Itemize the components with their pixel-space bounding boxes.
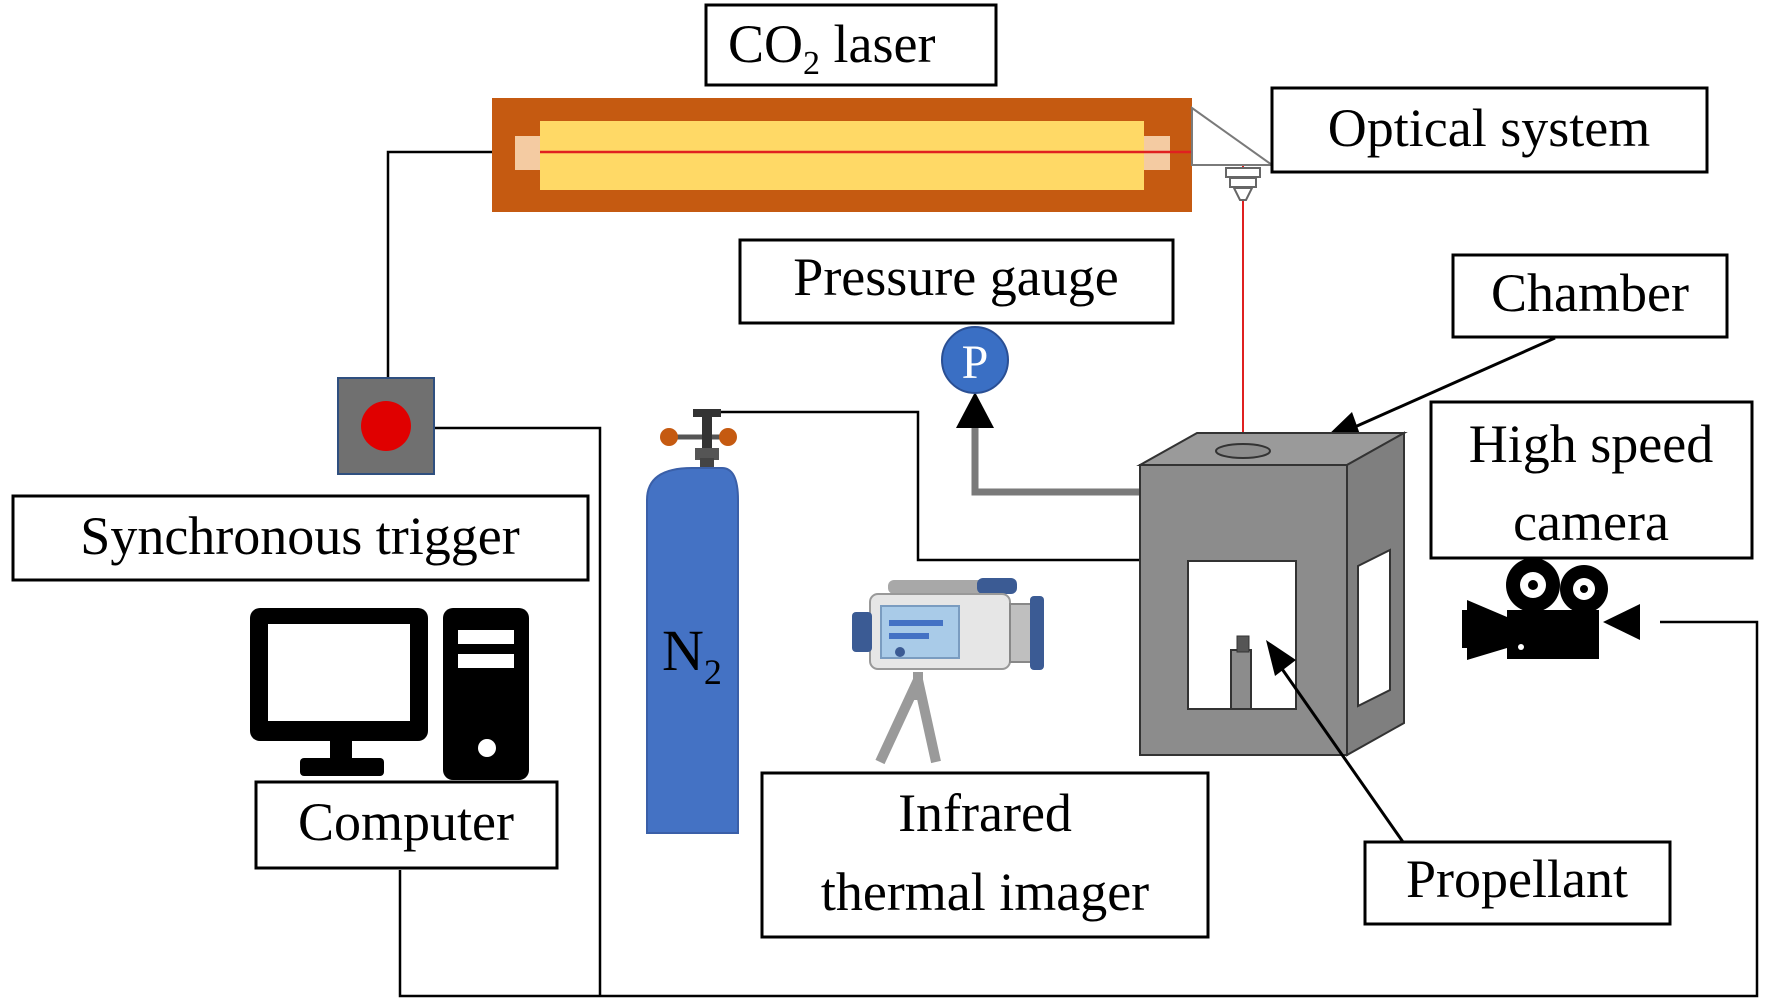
- movie-camera-icon: [1462, 558, 1608, 660]
- wire-computer-bus: [398, 620, 1759, 998]
- pressure-gauge-label: Pressure gauge: [738, 238, 1175, 325]
- chamber-laser-port: [1215, 443, 1271, 459]
- high-speed-camera-label: High speed camera: [1429, 400, 1754, 560]
- push-button-icon: [337, 377, 435, 475]
- chamber-label: Chamber: [1451, 253, 1729, 339]
- propellant-sample-top: [1236, 635, 1250, 653]
- synchronous-trigger-text: Synchronous trigger: [80, 506, 519, 566]
- optical-head: [1191, 106, 1276, 201]
- wire-trigger-bus: [434, 426, 602, 996]
- propellant-pointer: [1278, 665, 1405, 843]
- co2-laser: [492, 98, 1244, 448]
- propellant-label: Propellant: [1363, 840, 1672, 926]
- gas-cylinder-icon: N2: [646, 409, 739, 834]
- infrared-thermal-imager-text-line1: Infrared: [898, 783, 1072, 843]
- high-speed-camera-text-line1: High speed: [1469, 414, 1713, 474]
- svg-text:CO2 laser: CO2 laser: [728, 14, 935, 82]
- infrared-thermal-imager-label: Infrared thermal imager: [760, 771, 1210, 939]
- chamber-text: Chamber: [1491, 263, 1689, 323]
- n2-label-subscript: 2: [704, 652, 722, 692]
- pressure-line: [971, 420, 1140, 496]
- pressure-gauge-text: Pressure gauge: [793, 247, 1118, 307]
- propellant-sample: [1230, 649, 1252, 710]
- chamber-side-window: [1357, 548, 1391, 708]
- infrared-thermal-imager-text-line2: thermal imager: [821, 862, 1149, 922]
- synchronous-trigger-label: Synchronous trigger: [11, 494, 590, 582]
- focusing-nozzle: [1232, 187, 1254, 201]
- computer-text: Computer: [298, 792, 514, 852]
- co2-laser-label: CO2 laser: [704, 3, 998, 87]
- desktop-computer-icon: [250, 608, 529, 780]
- computer-label: Computer: [254, 780, 559, 870]
- n2-label-main: N: [662, 618, 704, 683]
- propellant-pointer-arrowhead: [1266, 640, 1296, 676]
- co2-label-subscript: 2: [803, 45, 820, 82]
- focusing-lens-ring: [1229, 177, 1257, 188]
- arrow-to-pressure-gauge: [956, 392, 994, 428]
- mirror-icon: [1191, 106, 1276, 166]
- co2-label-rest: laser: [820, 14, 935, 74]
- wires: [386, 150, 1759, 998]
- laser-tube: [540, 121, 1144, 190]
- optical-system-label: Optical system: [1270, 86, 1709, 174]
- co2-label-main: CO: [728, 14, 803, 74]
- propellant-text: Propellant: [1406, 849, 1628, 909]
- video-camera-tripod-icon: [852, 578, 1044, 765]
- high-speed-camera-text-line2: camera: [1513, 492, 1669, 552]
- wire-laser-trigger: [386, 150, 540, 378]
- pressure-gauge-icon: P: [941, 326, 1009, 394]
- chamber-pointer: [1347, 336, 1556, 432]
- pressure-gauge-symbol: P: [962, 336, 989, 389]
- focusing-lens-icon: [1225, 167, 1261, 178]
- chamber: [1136, 431, 1408, 757]
- optical-system-text: Optical system: [1328, 98, 1650, 158]
- n2-gas-line: [720, 410, 1140, 562]
- arrow-to-high-speed-camera: [1603, 604, 1640, 640]
- svg-text:N2: N2: [662, 618, 722, 692]
